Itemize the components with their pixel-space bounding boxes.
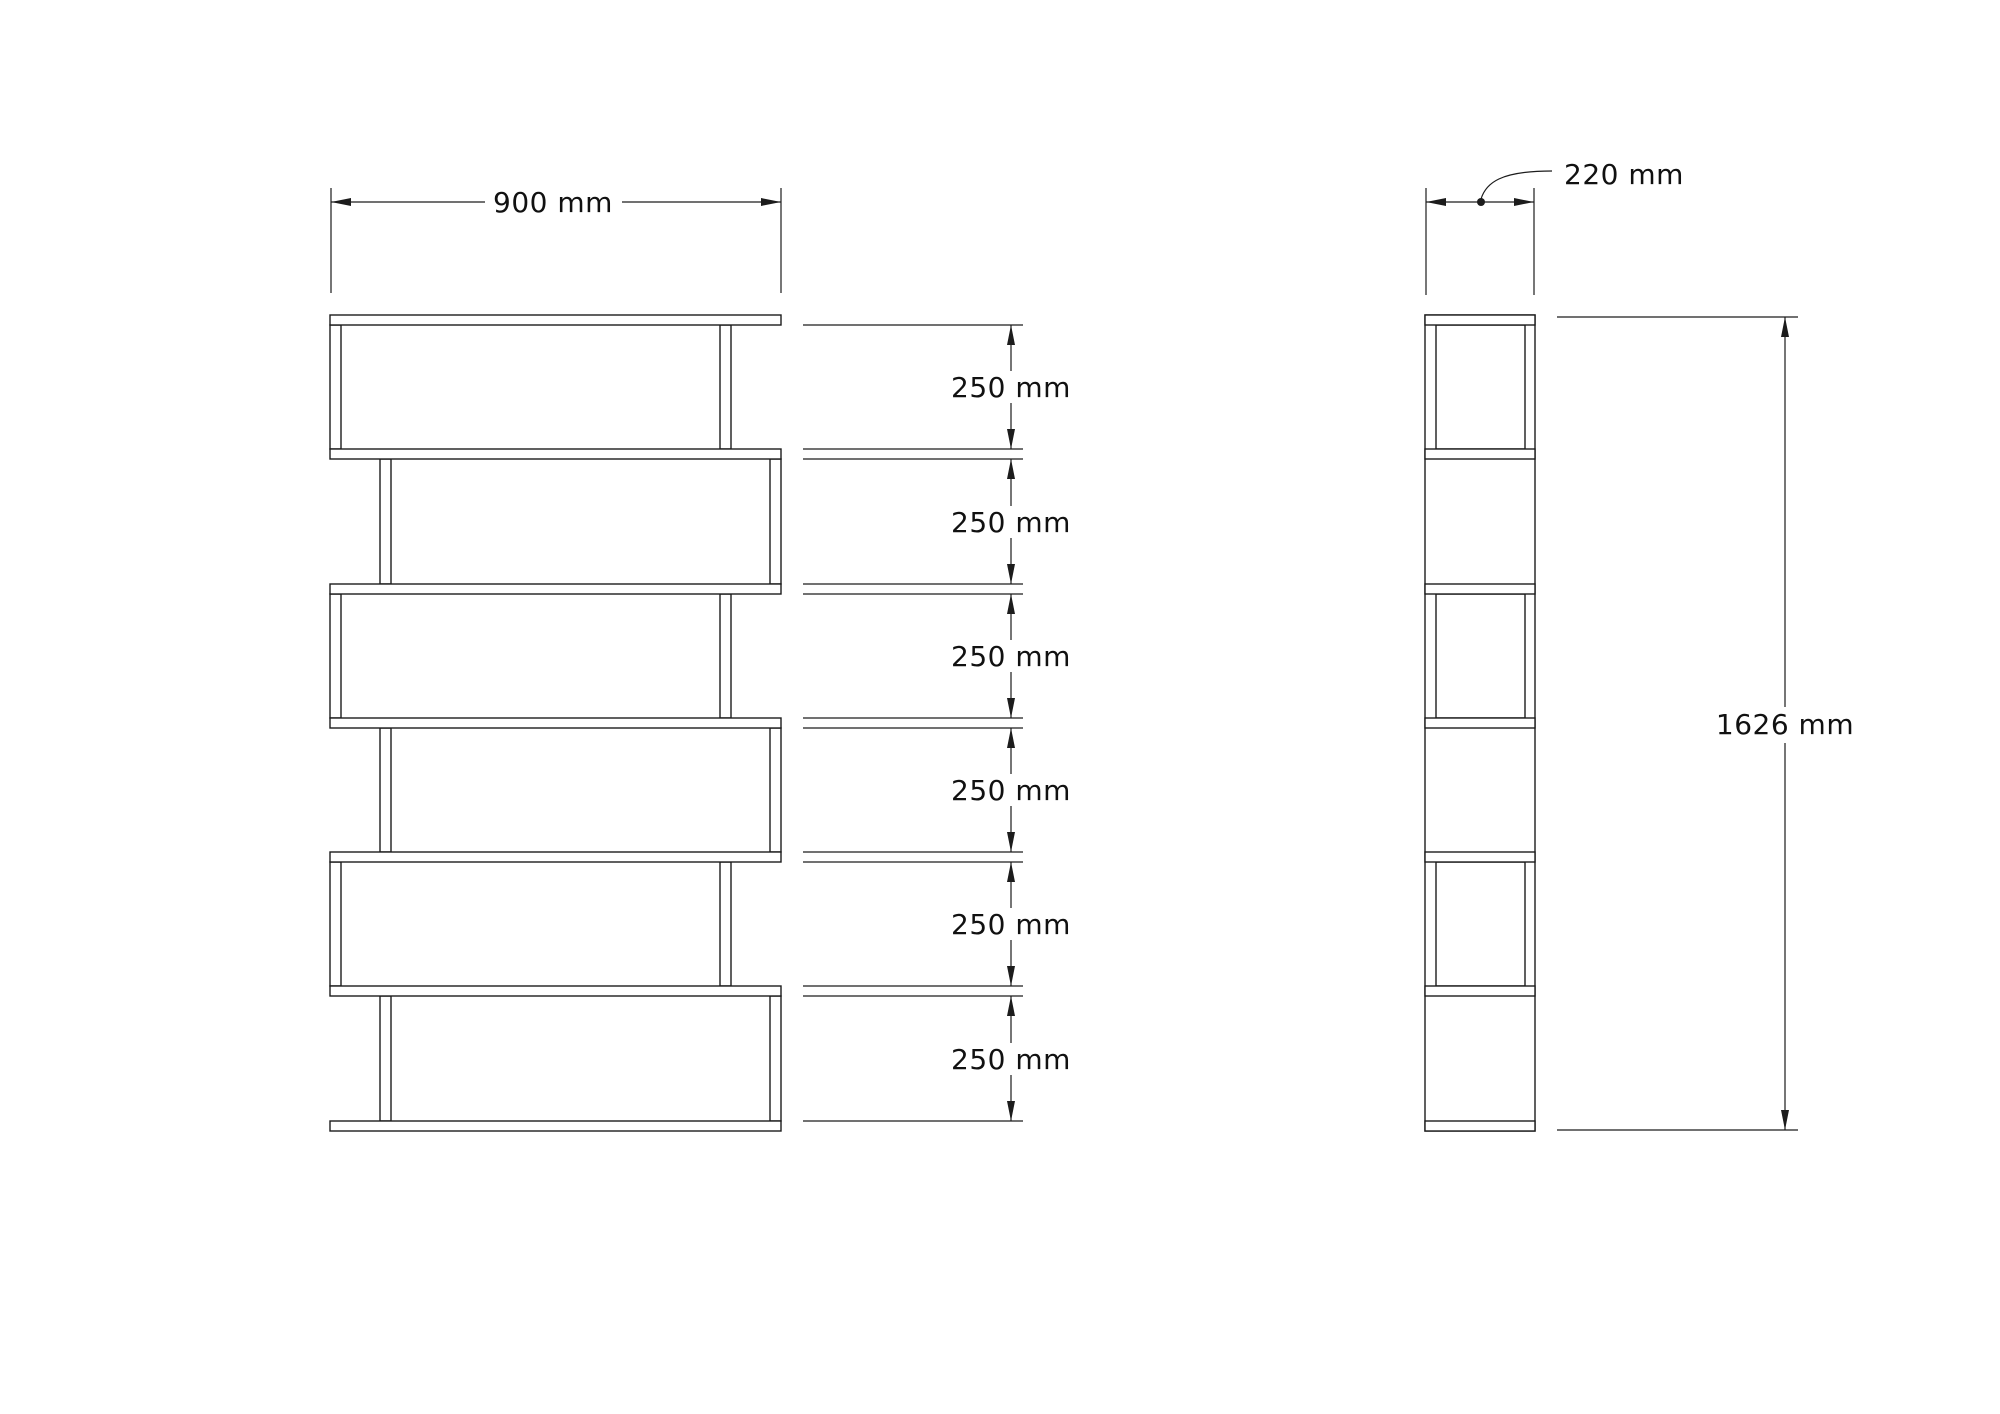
arrowhead <box>331 198 351 206</box>
arrowhead <box>1007 698 1015 718</box>
shelf-board-edge <box>1424 314 1536 326</box>
vertical-support <box>379 458 392 585</box>
vertical-support <box>769 727 782 853</box>
arrowhead <box>1007 325 1015 345</box>
vertical-support <box>719 593 732 719</box>
shelf-board <box>329 851 782 863</box>
vertical-support <box>329 324 342 450</box>
front-width-label: 900 mm <box>493 186 613 219</box>
arrowhead <box>1007 459 1015 479</box>
shelf-board-edge <box>1424 448 1536 460</box>
dimension-width: 900 mm <box>330 186 782 293</box>
shelf-gap-label: 250 mm <box>951 506 1071 539</box>
arrowhead <box>1007 996 1015 1016</box>
shelf-gap-label: 250 mm <box>951 774 1071 807</box>
vertical-support <box>379 727 392 853</box>
shelf-board <box>329 985 782 997</box>
side-depth-label: 220 mm <box>1564 158 1684 191</box>
arrowhead <box>1007 832 1015 852</box>
shelf-board <box>329 1120 782 1132</box>
front-view <box>329 314 782 1132</box>
leader-line <box>1480 170 1553 200</box>
side-inner-panel <box>1435 324 1526 450</box>
vertical-support <box>769 458 782 585</box>
shelf-gap-label: 250 mm <box>951 640 1071 673</box>
shelf-board <box>329 583 782 595</box>
arrowhead <box>1007 966 1015 986</box>
vertical-support <box>329 861 342 987</box>
shelf-board <box>329 448 782 460</box>
side-inner-panel <box>1435 861 1526 987</box>
arrowhead <box>1426 198 1446 206</box>
arrowhead <box>1007 1101 1015 1121</box>
side-view <box>1424 314 1536 1132</box>
arrowhead <box>1781 1110 1789 1130</box>
arrowhead <box>1781 317 1789 337</box>
side-height-label: 1626 mm <box>1716 708 1854 741</box>
shelf-board-edge <box>1424 583 1536 595</box>
vertical-support <box>769 995 782 1122</box>
vertical-support <box>379 995 392 1122</box>
shelf-board-edge <box>1424 851 1536 863</box>
side-inner-panel <box>1435 593 1526 719</box>
vertical-support <box>329 593 342 719</box>
shelf-board-edge <box>1424 717 1536 729</box>
dimension-height: 1626 mm <box>1557 316 1854 1131</box>
shelf-board <box>329 314 782 326</box>
arrowhead <box>1514 198 1534 206</box>
arrowhead <box>761 198 781 206</box>
arrowhead <box>1007 429 1015 449</box>
dimension-shelf-gaps: 250 mm 250 mm 250 mm 250 mm 250 mm 250 m… <box>803 324 1071 1122</box>
arrowhead <box>1007 862 1015 882</box>
shelf-board-edge <box>1424 985 1536 997</box>
shelf-gap-label: 250 mm <box>951 908 1071 941</box>
leader-dot <box>1477 198 1485 206</box>
arrowhead <box>1007 564 1015 584</box>
arrowhead <box>1007 594 1015 614</box>
dimension-depth: 220 mm <box>1425 158 1684 295</box>
shelf-board <box>329 717 782 729</box>
shelf-gap-label: 250 mm <box>951 371 1071 404</box>
vertical-support <box>719 861 732 987</box>
shelf-board-edge <box>1424 1120 1536 1132</box>
arrowhead <box>1007 728 1015 748</box>
vertical-support <box>719 324 732 450</box>
shelf-gap-label: 250 mm <box>951 1043 1071 1076</box>
